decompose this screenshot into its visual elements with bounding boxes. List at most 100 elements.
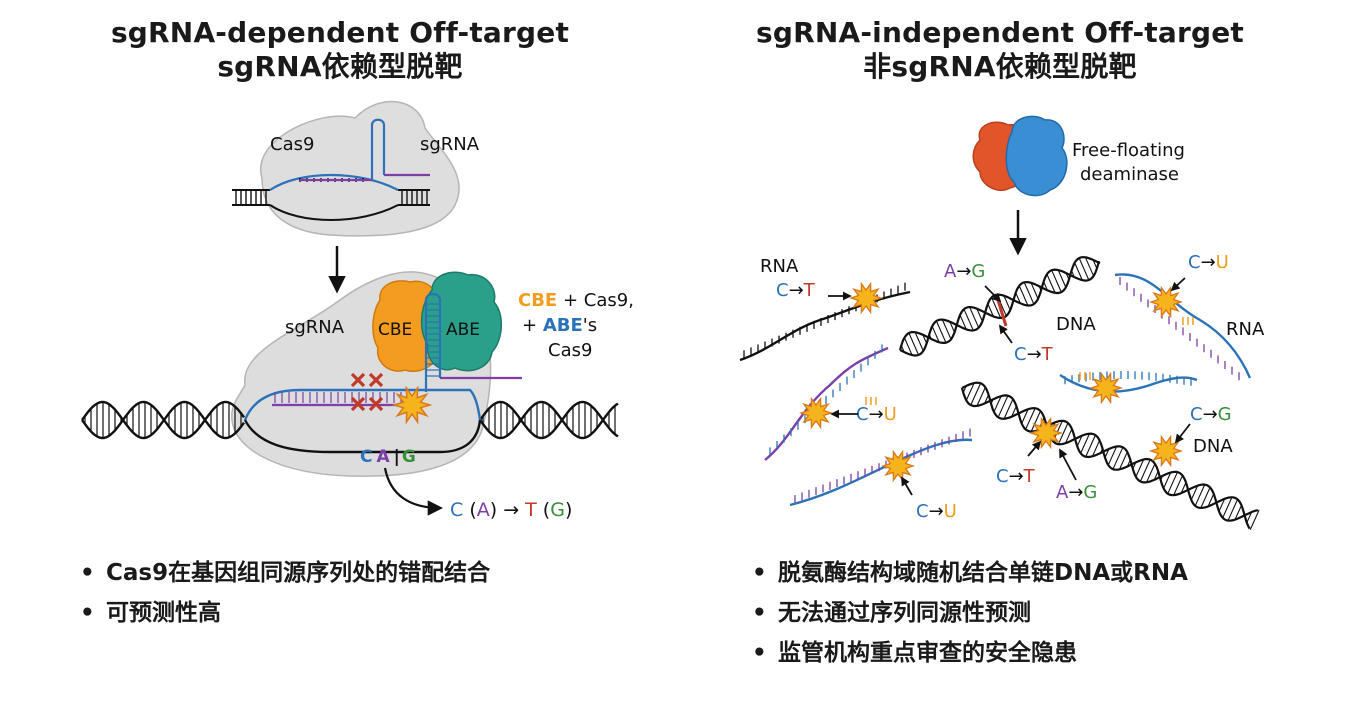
helix-rung [908, 332, 920, 356]
helix-rung [976, 308, 983, 322]
left-title-en: sgRNA-dependent Off-target [110, 16, 570, 49]
edit-label: A→G [944, 261, 985, 282]
edit-label: A→G [1056, 482, 1097, 503]
helix-rung [935, 320, 947, 343]
right-title-cn: 非sgRNA依赖型脱靶 [863, 50, 1137, 83]
helix-rung [1085, 434, 1096, 457]
pointer-arrow [1174, 423, 1191, 444]
edit-arrow: → [1027, 344, 1042, 365]
bubble-bottom-strand [243, 419, 482, 454]
helix-rung [1163, 472, 1172, 489]
deaminase-blue [1005, 115, 1068, 197]
side-annotation-line2: + ABE's [522, 315, 597, 336]
helix-rung [1107, 446, 1118, 466]
dna-rungs-top [235, 178, 428, 205]
helix-rung [1076, 435, 1083, 447]
helix-rung [993, 395, 1002, 413]
burst-shape [1088, 371, 1124, 405]
helix-strand [81, 400, 245, 440]
helix-rung [1074, 262, 1083, 281]
edit-arrow: → [929, 501, 944, 522]
edit-bursts [798, 281, 1184, 483]
helix-rung [1234, 505, 1242, 520]
abe-domain [420, 271, 502, 372]
right-panel-title: sgRNA-independent Off-target 非sgRNA依赖型脱靶 [700, 16, 1300, 84]
cas9-halo [259, 100, 460, 237]
helix-rung [1227, 499, 1239, 521]
helix-rung [903, 337, 913, 356]
edit-from: C [856, 404, 869, 425]
helix-rung [1139, 459, 1151, 482]
edit-label: C→U [916, 501, 957, 522]
side-annotation-line1: CBE + Cas9, [518, 290, 634, 311]
edit-from: C [776, 280, 789, 301]
conversion-label: C (A) → T (G) [450, 499, 572, 521]
edit-to: T [1041, 344, 1054, 365]
helix-rung [1167, 471, 1178, 494]
edit-burst [1148, 434, 1184, 468]
helix-rung [949, 321, 956, 333]
helix-rung [1249, 509, 1260, 530]
deaminase-label-2: deaminase [1080, 164, 1179, 185]
helix-rung [1222, 497, 1233, 519]
edit-to: U [944, 501, 957, 522]
burst-shape [798, 396, 834, 430]
label-dna-bottom-right: DNA [1193, 436, 1233, 457]
pointer-arrow [1059, 448, 1077, 481]
helix-rung [1051, 269, 1062, 293]
helix-rung [997, 395, 1009, 418]
pointer-arrow [998, 324, 1013, 344]
rna-strand-middle-left [764, 346, 889, 461]
edit-arrow: → [1203, 404, 1218, 425]
helix-rung [1091, 440, 1101, 457]
bubble-top-strand [243, 388, 482, 421]
edit-to: T [1023, 466, 1036, 487]
helix-rung [1003, 295, 1011, 311]
helix-rung [959, 314, 967, 330]
edit-arrow: → [789, 280, 804, 301]
label-sgrna-bottom: sgRNA [285, 317, 345, 338]
dna-helix-bottom-right [961, 381, 1259, 522]
helix-rung [1030, 410, 1041, 432]
helix-rung [1011, 405, 1017, 417]
sgrna-hairpin-bottom [424, 292, 442, 392]
edit-arrow: → [1068, 482, 1083, 503]
edit-burst [1088, 371, 1124, 405]
edit-burst [880, 449, 916, 483]
left-bullet-item: Cas9在基因组同源序列处的错配结合 [76, 553, 490, 593]
edit-to: G [1218, 404, 1232, 425]
burst-shape [1148, 434, 1184, 468]
helix-rung [1021, 408, 1029, 424]
helix-rung [914, 331, 924, 352]
edit-from: A [1056, 482, 1069, 503]
right-bullet-item: 监管机构重点审查的安全隐患 [748, 633, 1188, 673]
edit-arrow: → [1009, 466, 1024, 487]
helix-rung [1190, 485, 1199, 501]
helix-rung [1080, 433, 1091, 454]
edit-to: G [1083, 482, 1097, 503]
label-cas9-top: Cas9 [270, 134, 314, 155]
edit-pointers [828, 277, 1191, 496]
helix-rung [1023, 282, 1035, 305]
helix-rung [1003, 398, 1014, 419]
edit-label: C→U [856, 404, 897, 425]
helix-strand [479, 400, 619, 440]
left-bullet-item: 可预测性高 [76, 593, 490, 633]
helix-rung [1207, 493, 1215, 507]
left-panel-title: sgRNA-dependent Off-target sgRNA依赖型脱靶 [40, 16, 640, 84]
edit-from: A [944, 261, 957, 282]
helix-rung [1018, 285, 1029, 306]
edit-from: C [1014, 344, 1027, 365]
helix-rung [1146, 463, 1156, 483]
helix-rung [1135, 459, 1145, 477]
helix-rung [1180, 482, 1187, 494]
helix-rung [970, 383, 982, 406]
edit-arrow: → [869, 404, 884, 425]
helix-rung [1118, 451, 1128, 470]
helix-rung [1057, 269, 1067, 288]
helix-rung [969, 306, 980, 328]
right-title-en: sgRNA-independent Off-target [755, 16, 1245, 49]
label-rna-top-left: RNA [760, 256, 799, 277]
edit-to: U [1216, 252, 1229, 273]
edit-label: C→T [996, 466, 1036, 487]
